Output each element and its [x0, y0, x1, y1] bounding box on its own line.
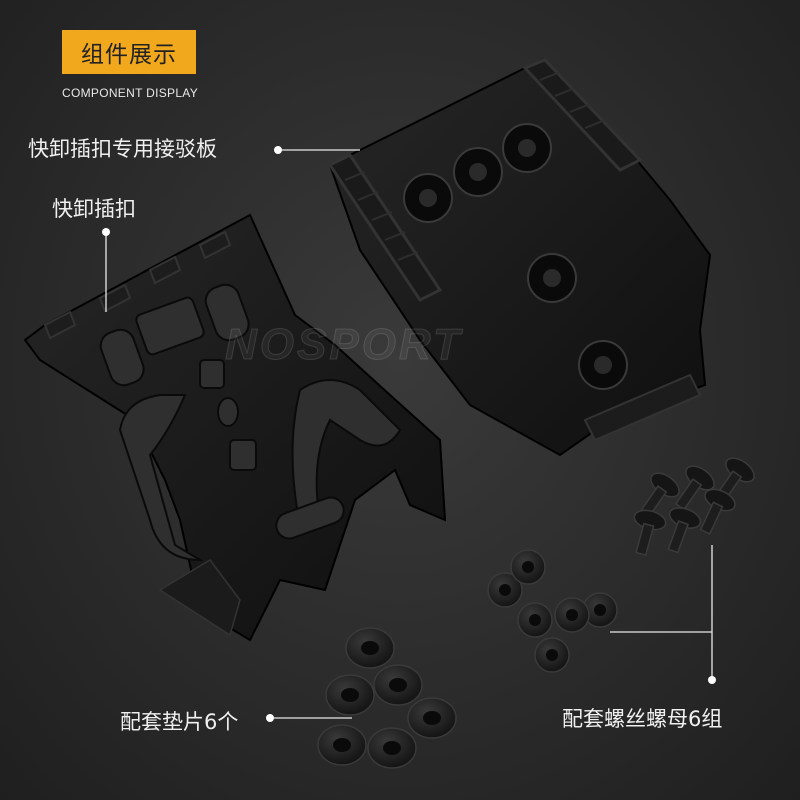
watermark-text: NOSPORT	[225, 320, 463, 370]
subtitle: COMPONENT DISPLAY	[62, 86, 199, 100]
quick-release-clip	[23, 213, 447, 642]
screws-nuts-label: 配套螺丝螺母6组	[562, 707, 723, 731]
title-badge: 组件展示	[62, 30, 196, 74]
washers-label: 配套垫片6个	[120, 710, 239, 734]
screws	[633, 457, 755, 557]
adapter-plate-label: 快卸插扣专用接驳板	[28, 137, 217, 161]
washers	[317, 627, 457, 769]
adapter-plate	[327, 58, 712, 457]
quick-release-clip-label: 快卸插扣	[52, 197, 136, 221]
nuts	[487, 549, 618, 673]
callout-lines	[102, 146, 716, 722]
